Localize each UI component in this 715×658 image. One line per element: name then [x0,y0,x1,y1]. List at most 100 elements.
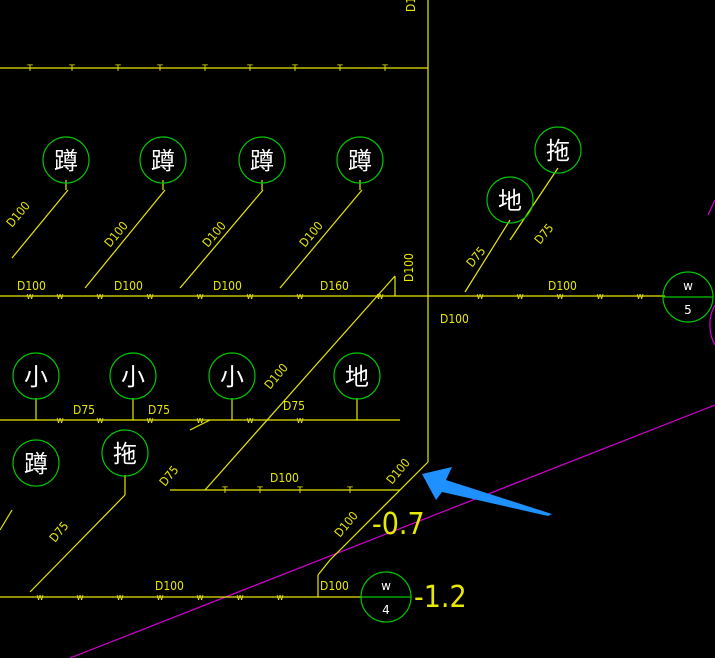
pipe-mark-30: T [296,486,303,496]
well-5-number: 5 [684,303,692,317]
pipe-segment-12 [189,419,211,431]
pipe-size-label-17: D75 [157,463,182,489]
pipe-mark-3: T [156,64,163,74]
pipe-size-label-5: D100 [114,279,143,293]
pipe-mark-16: w [376,292,383,302]
fixture-mop-sink-4[interactable]: 拖 [534,126,582,174]
pipe-size-label-6: D100 [213,279,242,293]
pipe-size-label-10: D75 [464,244,489,270]
pipe-mark-7: T [336,64,343,74]
boundary-line-0 [69,404,715,658]
pipe-segment-16 [279,189,363,289]
fixture-floor-drain-5[interactable]: 地 [486,176,534,224]
pipe-size-label-23: D100 [320,579,349,593]
fixtures: 蹲蹲蹲蹲拖地小小小地蹲拖 [12,126,582,487]
pipe-size-label-11: D75 [532,221,557,247]
pipe-size-label-24: D100 [404,0,418,12]
pipe-mark-20: w [596,292,603,302]
pipe-mark-11: w [96,292,103,302]
pipe-mark-27: w [296,416,303,426]
pipe-size-label-13: D75 [73,403,95,417]
pipe-mark-24: w [146,416,153,426]
fixture-urinal-8[interactable]: 小 [208,352,256,400]
pipe-segment-28 [464,219,511,293]
fixture-label: 小 [121,363,145,391]
elevation-lower: -1.2 [414,580,467,615]
fixture-label: 蹲 [24,450,48,478]
pipe-mark-32: w [36,593,43,603]
pipe-mark-14: w [246,292,253,302]
fixture-urinal-7[interactable]: 小 [109,352,157,400]
fixture-urinal-6[interactable]: 小 [12,352,60,400]
pipe-size-label-14: D75 [148,403,170,417]
pipe-size-label-20: D75 [47,519,72,545]
pipe-segment-7 [329,461,429,561]
pipe-mark-2: T [114,64,121,74]
pipe-size-label-21: D100 [332,509,361,540]
pipe-segment-14 [84,189,166,289]
pipe-mark-0: T [26,64,33,74]
fixture-squat-toilet-3[interactable]: 蹲 [336,136,384,184]
boundary-line-1 [707,199,715,216]
pipe-size-label-18: D100 [270,471,299,485]
fixture-squat-toilet-10[interactable]: 蹲 [12,439,60,487]
pipe-mark-4: T [201,64,208,74]
pipe-segment-29 [509,167,559,241]
pipe-segment-8 [317,559,331,576]
fixture-label: 地 [345,363,369,391]
well-4-number: 4 [382,603,390,617]
pipe-mark-21: w [636,292,643,302]
fixture-label: 拖 [113,440,137,468]
pipe-mark-19: w [556,292,563,302]
pipe-mark-37: w [236,593,243,603]
pipe-size-label-4: D100 [17,279,46,293]
pipe-segment-15 [179,189,264,289]
fixture-floor-drain-9[interactable]: 地 [333,352,381,400]
fixture-label: 蹲 [54,147,78,175]
pipe-size-label-16: D100 [262,361,291,392]
pipe-mark-9: w [26,292,33,302]
well-5-letter: w [683,279,693,293]
pipe-segment-10 [204,275,396,491]
well-4-letter: w [381,579,391,593]
pipe-mark-31: T [346,486,353,496]
pipe-size-label-8: D100 [402,253,416,282]
pipe-mark-28: T [221,486,228,496]
pipe-mark-5: T [246,64,253,74]
pipe-mark-23: w [96,416,103,426]
pipe-mark-35: w [156,593,163,603]
arrow-pointer-icon [422,467,552,516]
fixture-mop-sink-11[interactable]: 拖 [101,429,149,477]
fixture-label: 蹲 [151,147,175,175]
pipe-mark-12: w [146,292,153,302]
pipe-size-label-22: D100 [155,579,184,593]
pipe-size-label-12: D100 [548,279,577,293]
inspection-well-5[interactable]: w 5 [662,271,714,323]
pipe-segment-27 [0,509,13,531]
fixture-label: 蹲 [348,147,372,175]
pipe-mark-22: w [56,416,63,426]
fixture-label: 拖 [546,137,570,165]
pipe-mark-8: T [381,64,388,74]
boundary-arc [709,304,715,346]
pipe-segment-13 [11,189,69,259]
pipe-size-label-0: D100 [4,199,33,230]
pipe-mark-33: w [76,593,83,603]
pipe-mark-18: w [516,292,523,302]
pipe-mark-26: w [246,416,253,426]
fixture-label: 小 [24,363,48,391]
fixture-label: 小 [220,363,244,391]
pipe-size-label-1: D100 [102,219,131,250]
pipe-segment-26 [29,494,126,593]
fixture-squat-toilet-1[interactable]: 蹲 [139,136,187,184]
pipe-mark-25: w [196,416,203,426]
pipe-mark-13: w [196,292,203,302]
pipe-mark-10: w [56,292,63,302]
pipe-mark-17: w [476,292,483,302]
fixture-squat-toilet-0[interactable]: 蹲 [42,136,90,184]
fixture-squat-toilet-2[interactable]: 蹲 [238,136,286,184]
inspection-well-4[interactable]: w 4 [360,571,412,623]
pipe-mark-15: w [296,292,303,302]
